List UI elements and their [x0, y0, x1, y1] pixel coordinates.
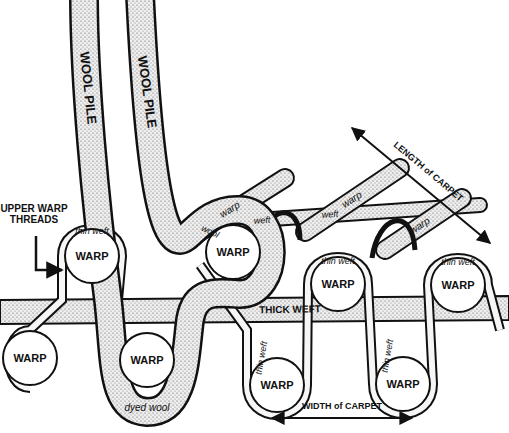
- callout-label: UPPER WARP THREADS: [0, 204, 70, 225]
- wool-label: dyed wool: [124, 403, 169, 414]
- warp-label: WARP: [14, 352, 47, 364]
- weft-label: thin weft: [75, 227, 109, 236]
- wool-pile-outline: [84, 0, 271, 412]
- warp-label: WARP: [261, 379, 294, 391]
- wool-pile-knot: [84, 0, 271, 412]
- length-dimension-arrow: [352, 128, 490, 243]
- dimension-label: WIDTH of CARPET: [302, 402, 382, 411]
- warp-circle: WARP: [2, 330, 58, 386]
- warp-tube-fill: [385, 198, 462, 250]
- leader-arrow: [36, 236, 62, 270]
- warp-circle: WARP: [64, 228, 120, 284]
- warp-tube: [305, 168, 400, 232]
- warp-label: WARP: [387, 378, 420, 390]
- warp-label: WARP: [322, 278, 355, 290]
- warp-tube-fill: [305, 168, 400, 232]
- weft-label: thin weft: [321, 257, 355, 266]
- warp-label: WARP: [442, 279, 475, 291]
- warp-tube: [385, 198, 462, 250]
- wool-pile-fill: [84, 0, 271, 412]
- weft-label: weft: [253, 216, 270, 227]
- warp-circle: WARP: [119, 332, 175, 388]
- warp-label: WARP: [217, 246, 250, 258]
- thick-weft-label: THICK WEFT: [259, 304, 321, 316]
- weft-label: thin weft: [441, 258, 475, 267]
- warp-label: WARP: [76, 250, 109, 262]
- warp-label: WARP: [131, 354, 164, 366]
- weft-label: weft: [321, 210, 338, 221]
- width-dimension-arrow: [272, 417, 412, 419]
